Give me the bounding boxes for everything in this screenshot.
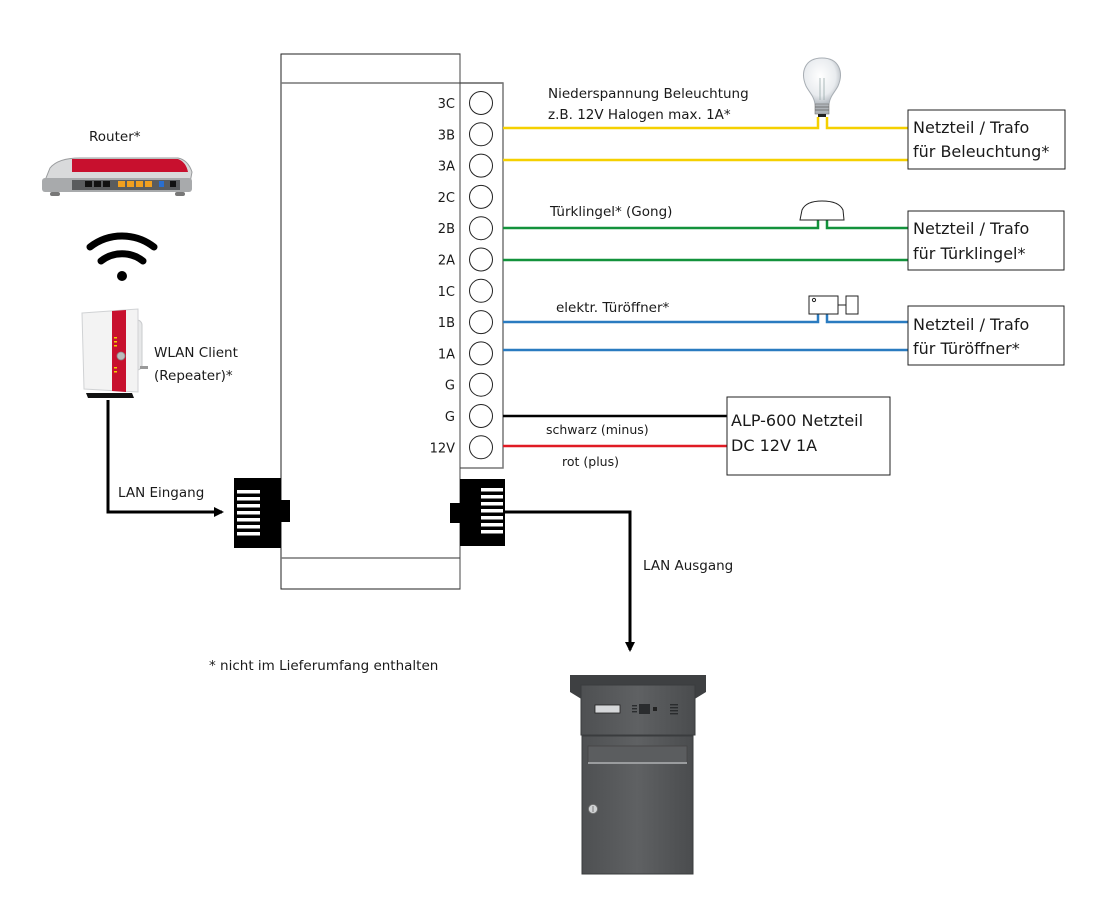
lighting-supply-line2: für Beleuchtung* <box>913 142 1049 161</box>
terminal-3a-2: 3A <box>438 153 493 178</box>
router-label: Router* <box>89 129 141 145</box>
terminal-label: G <box>445 410 455 425</box>
door-opener-power-supply-box: Netzteil / Trafo für Türöffner* <box>907 305 1065 366</box>
light-bulb-icon <box>803 57 841 117</box>
terminal-screw <box>469 122 493 147</box>
terminal-label: 1A <box>438 347 455 362</box>
terminal-screw <box>469 372 493 397</box>
terminal-label: 2C <box>438 191 455 206</box>
terminal-screw <box>469 247 493 272</box>
terminal-screw <box>469 310 493 335</box>
alp600-power-supply-box: ALP-600 Netzteil DC 12V 1A <box>726 396 891 476</box>
doorbell-label: Türklingel* (Gong) <box>549 204 672 220</box>
terminal-2a-5: 2A <box>438 247 493 272</box>
terminal-screw <box>469 153 493 178</box>
alp600-supply-line2: DC 12V 1A <box>731 436 817 455</box>
terminal-label: 2A <box>438 254 455 269</box>
lighting-wires <box>503 117 908 162</box>
terminal-screw <box>469 184 493 209</box>
lighting-label-line1: Niederspannung Beleuchtung <box>548 86 749 102</box>
terminal-screw <box>469 216 493 241</box>
doorbell-power-supply-box: Netzteil / Trafo für Türklingel* <box>907 210 1065 271</box>
lighting-power-supply-box: Netzteil / Trafo für Beleuchtung* <box>907 109 1066 170</box>
lan-output-label: LAN Ausgang <box>643 558 733 574</box>
door-opener-label: elektr. Türöffner* <box>556 300 670 316</box>
door-opener-supply-line1: Netzteil / Trafo <box>913 315 1029 334</box>
terminal-3c-0: 3C <box>438 91 493 115</box>
alp600-supply-line1: ALP-600 Netzteil <box>731 411 863 430</box>
ground-wire-label: schwarz (minus) <box>546 422 649 437</box>
router-icon <box>42 157 193 196</box>
terminal-label: 3C <box>438 97 455 112</box>
lan-input-jack <box>234 478 290 548</box>
repeater-label-line1: WLAN Client <box>154 345 238 361</box>
terminal-1a-8: 1A <box>438 341 493 366</box>
terminal-g-9: G <box>445 372 493 397</box>
repeater-icon <box>81 308 148 398</box>
terminal-3b-1: 3B <box>438 122 493 147</box>
terminal-screw <box>469 435 493 460</box>
control-module <box>280 53 504 590</box>
terminal-screw <box>469 341 493 366</box>
terminal-g-10: G <box>445 404 493 428</box>
terminal-label: 3B <box>438 128 455 143</box>
terminal-1b-7: 1B <box>438 310 493 335</box>
lan-output-jack <box>450 479 505 546</box>
terminal-1c-6: 1C <box>438 278 493 303</box>
terminal-2c-3: 2C <box>438 184 493 209</box>
terminal-12v-11: 12V <box>430 435 493 460</box>
doorbell-wires <box>503 220 908 262</box>
doorbell-supply-line1: Netzteil / Trafo <box>913 219 1029 238</box>
power-wires <box>503 414 727 448</box>
terminal-screw <box>469 91 493 115</box>
lan-output-cable <box>505 510 635 652</box>
door-opener-wires <box>503 314 908 352</box>
lighting-supply-line1: Netzteil / Trafo <box>913 118 1029 137</box>
terminal-2b-4: 2B <box>438 216 493 241</box>
door-opener-icon <box>808 295 859 315</box>
terminal-label: 12V <box>430 441 456 456</box>
terminal-label: G <box>445 379 455 394</box>
footnote: * nicht im Lieferumfang enthalten <box>209 658 438 674</box>
terminal-strip: 3C 3B 3A 2C 2B 2A 1C 1B 1A G G 12V <box>430 91 493 460</box>
wifi-dot <box>117 271 127 281</box>
lan-input-cable <box>106 400 224 517</box>
terminal-screw <box>469 278 493 303</box>
door-opener-supply-line2: für Türöffner* <box>913 339 1020 358</box>
terminal-screw <box>469 404 493 428</box>
plus-wire-label: rot (plus) <box>562 454 619 469</box>
gong-icon <box>799 200 845 221</box>
terminal-label: 3A <box>438 160 455 175</box>
terminal-label: 1C <box>438 285 455 300</box>
doorbell-supply-line2: für Türklingel* <box>913 244 1025 263</box>
lighting-label-line2: z.B. 12V Halogen max. 1A* <box>548 107 731 123</box>
mailbox-intercom-icon <box>570 675 706 875</box>
lan-input-label: LAN Eingang <box>118 485 204 501</box>
terminal-label: 2B <box>438 222 455 237</box>
repeater-label-line2: (Repeater)* <box>154 368 233 384</box>
terminal-label: 1B <box>438 316 455 331</box>
